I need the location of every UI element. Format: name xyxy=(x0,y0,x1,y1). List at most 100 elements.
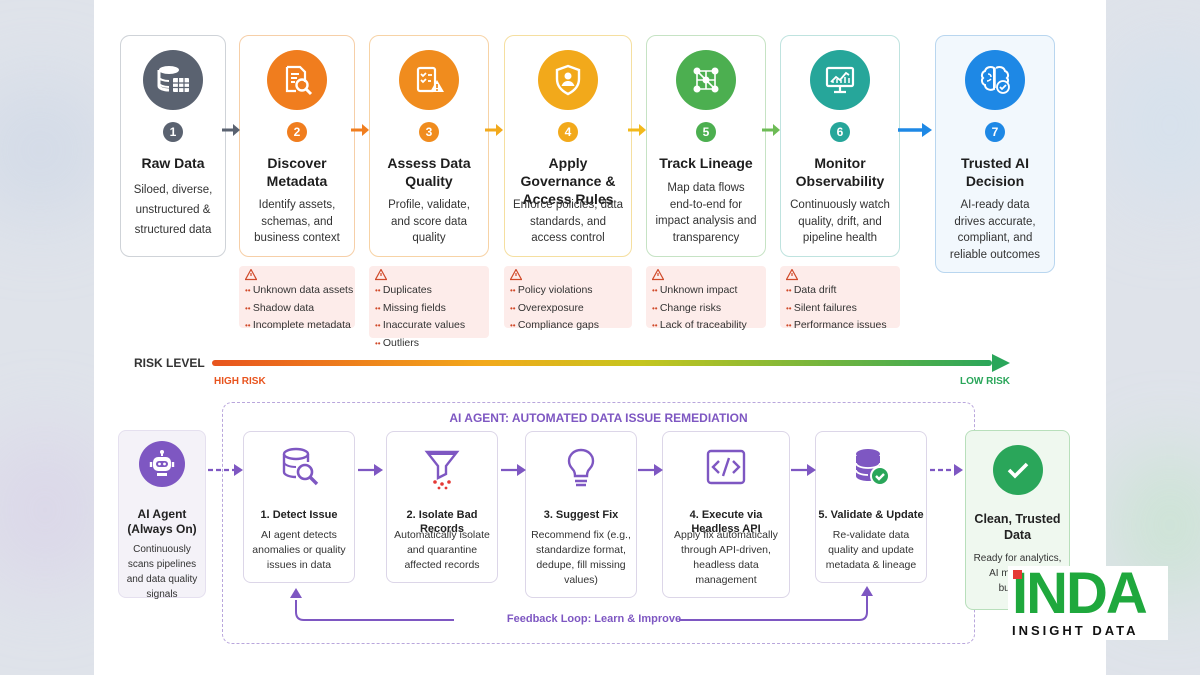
agent-step-validate-update: 5. Validate & Update Re-validate data qu… xyxy=(815,431,927,583)
risk-item: Silent failures xyxy=(786,300,894,318)
risk-level-label: RISK LEVEL xyxy=(134,356,205,370)
risk-item: Performance issues xyxy=(786,317,894,335)
arrow-right-icon xyxy=(762,124,780,136)
risk-box: Policy violations Overexposure Complianc… xyxy=(504,266,632,331)
pipeline-card-raw-data: 1 Raw Data Siloed, diverse, unstructured… xyxy=(120,35,226,257)
agent-step-description: Re-validate data quality and update meta… xyxy=(825,529,917,571)
risk-box: Duplicates Missing fields Inaccurate val… xyxy=(369,266,489,349)
risk-gradient-arrow xyxy=(212,354,1010,372)
step-title: Track Lineage xyxy=(659,155,753,171)
brand-logo: INDA INSIGHT DATA xyxy=(1008,561,1168,640)
arrow-right-icon xyxy=(351,124,369,136)
arrow-right-icon xyxy=(358,464,383,476)
step-title: Discover Metadata xyxy=(266,155,328,189)
feedback-loop-label: Feedback Loop: Learn & Improve xyxy=(506,613,682,625)
risk-item: Overexposure xyxy=(510,300,626,318)
high-risk-label: HIGH RISK xyxy=(214,376,266,387)
risk-item: Policy violations xyxy=(510,282,626,300)
agent-step-description: Recommend fix (e.g., standardize format,… xyxy=(531,529,631,586)
agent-step-execute-api: 4. Execute via Headless API Apply fix au… xyxy=(662,431,790,598)
database-check-icon xyxy=(846,442,896,492)
agent-section-title: AI AGENT: AUTOMATED DATA ISSUE REMEDIATI… xyxy=(449,411,748,425)
agent-step-title: 5. Validate & Update xyxy=(818,509,924,521)
checkmark-icon xyxy=(992,445,1043,495)
pipeline-card-discover-metadata: 2 Discover Metadata Identify assets, sch… xyxy=(239,35,355,257)
monitor-chart-icon xyxy=(810,50,870,110)
step-title: Monitor Observability xyxy=(795,155,885,189)
step-title: Apply Governance & Access Rules xyxy=(520,155,616,207)
pipeline-card-track-lineage: 5 Track Lineage Map data flows end-to-en… xyxy=(646,35,766,257)
ai-agent-description: Continuously scans pipelines and data qu… xyxy=(126,544,198,600)
risk-item: Compliance gaps xyxy=(510,317,626,335)
risk-item: Duplicates xyxy=(375,282,483,300)
step-number: 5 xyxy=(696,122,716,142)
warning-icon xyxy=(510,269,522,281)
shield-user-icon xyxy=(538,50,598,110)
arrow-right-icon xyxy=(208,464,243,476)
arrow-right-icon xyxy=(898,123,932,137)
agent-step-suggest-fix: 3. Suggest Fix Recommend fix (e.g., stan… xyxy=(525,431,637,598)
risk-item: Unknown data assets xyxy=(245,282,353,300)
agent-step-title: 3. Suggest Fix xyxy=(543,509,619,521)
agent-step-description: AI agent detects anomalies or quality is… xyxy=(252,529,346,571)
pipeline-card-assess-data-quality: 3 Assess Data Quality Profile, validate,… xyxy=(369,35,489,257)
funnel-icon xyxy=(417,442,467,492)
agent-step-detect-issue: 1. Detect Issue AI agent detects anomali… xyxy=(243,431,355,583)
result-title: Clean, Trusted Data xyxy=(974,512,1061,542)
checklist-warning-icon xyxy=(399,50,459,110)
brand-logo-dot xyxy=(1013,570,1022,579)
risk-item: Data drift xyxy=(786,282,894,300)
background-blur xyxy=(0,80,110,220)
arrow-right-icon xyxy=(485,124,503,136)
agent-step-title: 4. Execute via Headless API xyxy=(689,509,763,535)
arrow-right-icon xyxy=(638,464,663,476)
risk-item: Change risks xyxy=(652,300,760,318)
step-title: Trusted AI Decision xyxy=(961,155,1029,189)
lightbulb-icon xyxy=(556,442,606,492)
pipeline-card-trusted-ai-decision: 7 Trusted AI Decision AI-ready data driv… xyxy=(935,35,1055,273)
network-nodes-icon xyxy=(676,50,736,110)
step-description: Siloed, diverse, unstructured & structur… xyxy=(133,184,213,236)
risk-item: Shadow data xyxy=(245,300,349,318)
step-description: Enforce policies, data standards, and ac… xyxy=(513,199,623,244)
low-risk-label: LOW RISK xyxy=(960,376,1010,387)
background-blur xyxy=(0,430,110,590)
warning-icon xyxy=(652,269,664,281)
step-description: Continuously watch quality, drift, and p… xyxy=(790,199,890,244)
arrow-right-icon xyxy=(628,124,646,136)
step-number: 4 xyxy=(558,122,578,142)
arrow-right-icon xyxy=(501,464,526,476)
brand-logo-text: INDA xyxy=(1012,561,1148,626)
step-number: 6 xyxy=(830,122,850,142)
step-number: 1 xyxy=(163,122,183,142)
robot-icon xyxy=(139,441,185,487)
step-number: 2 xyxy=(287,122,307,142)
agent-step-isolate-records: 2. Isolate Bad Records Automatically iso… xyxy=(386,431,498,583)
pipeline-card-monitor-observability: 6 Monitor Observability Continuously wat… xyxy=(780,35,900,257)
step-description: AI-ready data drives accurate, compliant… xyxy=(949,199,1041,261)
risk-box: Unknown data assets Shadow data Incomple… xyxy=(239,266,355,331)
database-search-icon xyxy=(274,442,324,492)
step-title: Assess Data Quality xyxy=(387,155,471,189)
database-table-icon xyxy=(143,50,203,110)
arrow-right-icon xyxy=(791,464,816,476)
risk-box: Unknown impact Change risks Lack of trac… xyxy=(646,266,766,331)
warning-icon xyxy=(375,269,387,281)
step-number: 7 xyxy=(985,122,1005,142)
warning-icon xyxy=(245,269,257,281)
risk-item: Outliers xyxy=(375,335,483,353)
arrow-right-icon xyxy=(930,464,963,476)
arrow-right-icon xyxy=(222,124,240,136)
code-icon xyxy=(701,442,751,492)
risk-item: Lack of traceability xyxy=(652,317,760,335)
risk-item: Missing fields xyxy=(375,300,483,318)
ai-agent-card: AI Agent (Always On) Continuously scans … xyxy=(118,430,206,600)
warning-icon xyxy=(786,269,798,281)
ai-agent-title: AI Agent (Always On) xyxy=(127,507,197,536)
agent-step-description: Apply fix automatically through API-driv… xyxy=(674,529,778,586)
step-description: Identify assets, schemas, and business c… xyxy=(254,199,340,244)
brain-check-icon xyxy=(965,50,1025,110)
agent-step-description: Automatically isolate and quarantine aff… xyxy=(394,529,490,571)
diagram-canvas: 1 Raw Data Siloed, diverse, unstructured… xyxy=(94,0,1106,675)
risk-item: Incomplete metadata xyxy=(245,317,351,335)
